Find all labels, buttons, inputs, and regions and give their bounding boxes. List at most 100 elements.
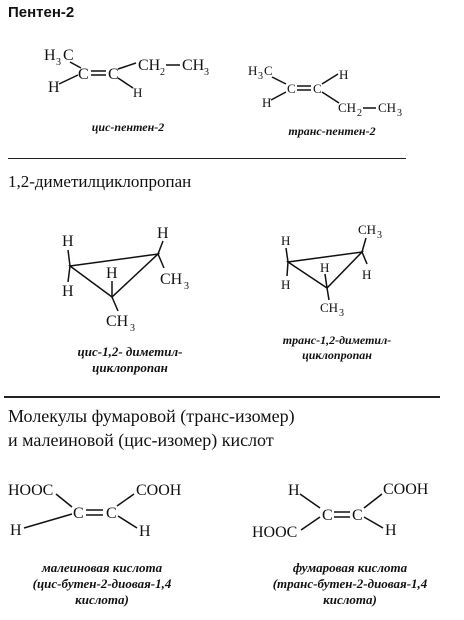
caption-line: цис-1,2- диметил- [77, 344, 183, 359]
atom-label: H [281, 277, 290, 292]
caption-line: (цис-бутен-2-диовая-1,4 [32, 576, 172, 591]
pentene-title: Пентен-2 [8, 4, 75, 21]
bond [117, 515, 138, 529]
fumaric-acid-caption: фумаровая кислота (транс-бутен-2-диовая-… [250, 560, 450, 608]
atom-label: COOH [136, 482, 182, 499]
section-divider-1 [8, 158, 406, 159]
bond [363, 493, 383, 509]
atom-label: H [133, 85, 142, 100]
atom-label: C [78, 66, 89, 83]
atom-label: H [362, 267, 371, 282]
atom-label: C [322, 507, 333, 524]
acids-title-line-1: Молекулы фумаровой (транс-изомер) [8, 406, 295, 426]
section-divider-2 [4, 396, 440, 398]
bond [157, 240, 164, 255]
bond [117, 77, 134, 89]
maleic-acid-caption: малеиновая кислота (цис-бутен-2-диовая-1… [4, 560, 200, 608]
bond [117, 62, 137, 70]
bond [361, 237, 367, 253]
atom-label: C [63, 47, 74, 64]
trans-pentene-caption: транс-пентен-2 [288, 124, 376, 138]
subscript: 3 [204, 67, 209, 78]
atom-label: H [281, 233, 290, 248]
bond [324, 273, 328, 289]
atom-label: C [313, 81, 322, 96]
atom-label: HOOC [252, 524, 297, 541]
bond [299, 493, 321, 509]
trans-dimethylcyclopropane-structure: H H H H CH 3 CH 3 [281, 222, 382, 319]
atom-label: C [106, 505, 117, 522]
bond [363, 516, 384, 529]
atom-label: H [106, 265, 118, 282]
atom-label: C [108, 66, 119, 83]
bond [23, 513, 73, 529]
bond [286, 261, 289, 277]
atom-label: CH [160, 271, 183, 288]
cis-pentene-structure: H 3 C H C C CH 2 CH 3 H [44, 47, 209, 100]
atom-label: H [339, 67, 348, 82]
atom-label: H [262, 95, 271, 110]
bond [285, 247, 289, 263]
ring [285, 250, 365, 289]
bond [321, 73, 339, 85]
acids-title-line-2: и малеиновой (цис-изомер) кислот [8, 430, 274, 450]
trans-dimethylcyclopropane-caption: транс-1,2-диметил- циклопропан [262, 333, 412, 363]
atom-label: CH [378, 100, 396, 115]
subscript: 2 [357, 108, 362, 119]
fumaric-acid-structure: H HOOC C C COOH H [252, 481, 429, 541]
caption-line: кислота) [323, 592, 377, 607]
atom-label: H [320, 260, 329, 275]
subscript: 3 [258, 71, 263, 82]
bond [157, 253, 165, 269]
atom-label: C [73, 505, 84, 522]
subscript: 3 [56, 57, 61, 68]
atom-label: H [62, 233, 74, 250]
atom-label: CH [320, 300, 338, 315]
subscript: 2 [160, 67, 165, 78]
bond [69, 61, 82, 69]
bond [58, 74, 79, 85]
atom-label: H [385, 522, 397, 539]
atom-label: H [157, 225, 169, 242]
atom-label: C [352, 507, 363, 524]
bond [67, 265, 71, 283]
caption-line: малеиновая кислота [41, 560, 163, 575]
atom-label: C [264, 63, 273, 78]
atom-label: H [62, 283, 74, 300]
bond [55, 493, 73, 508]
atom-label: CH [338, 100, 356, 115]
bond [326, 287, 330, 301]
atom-label: H [288, 482, 300, 499]
bond [116, 493, 135, 507]
caption-line: (транс-бутен-2-диовая-1,4 [272, 576, 428, 591]
trans-pentene-structure: H 3 C H C C H CH 2 CH 3 [248, 63, 402, 119]
subscript: 3 [130, 323, 135, 334]
caption-line: кислота) [75, 592, 129, 607]
atom-label: C [287, 81, 296, 96]
maleic-acid-structure: HOOC H C C COOH H [8, 482, 182, 540]
subscript: 3 [339, 308, 344, 319]
caption-line: фумаровая кислота [292, 560, 408, 575]
bond [271, 76, 287, 85]
dimethylcyclopropane-title: 1,2-диметилциклопропан [8, 172, 192, 191]
subscript: 3 [397, 108, 402, 119]
atom-label: H [139, 523, 151, 540]
subscript: 3 [377, 230, 382, 241]
bond [67, 249, 71, 267]
bond [361, 251, 368, 265]
cis-pentene-caption: цис-пентен-2 [91, 120, 165, 134]
atom-label: H [10, 522, 22, 539]
cis-dimethylcyclopropane-structure: H H H H CH 3 CH 3 [62, 225, 189, 334]
caption-line: транс-1,2-диметил- [282, 333, 392, 347]
atom-label: H [248, 63, 257, 78]
bond [111, 296, 119, 312]
atom-label: CH [138, 57, 161, 74]
atom-label: COOH [383, 481, 429, 498]
bond [300, 516, 321, 531]
atom-label: CH [182, 57, 205, 74]
atom-label: H [44, 47, 56, 64]
caption-line: циклопропан [92, 360, 168, 375]
bond [270, 91, 287, 101]
ring [68, 252, 161, 298]
